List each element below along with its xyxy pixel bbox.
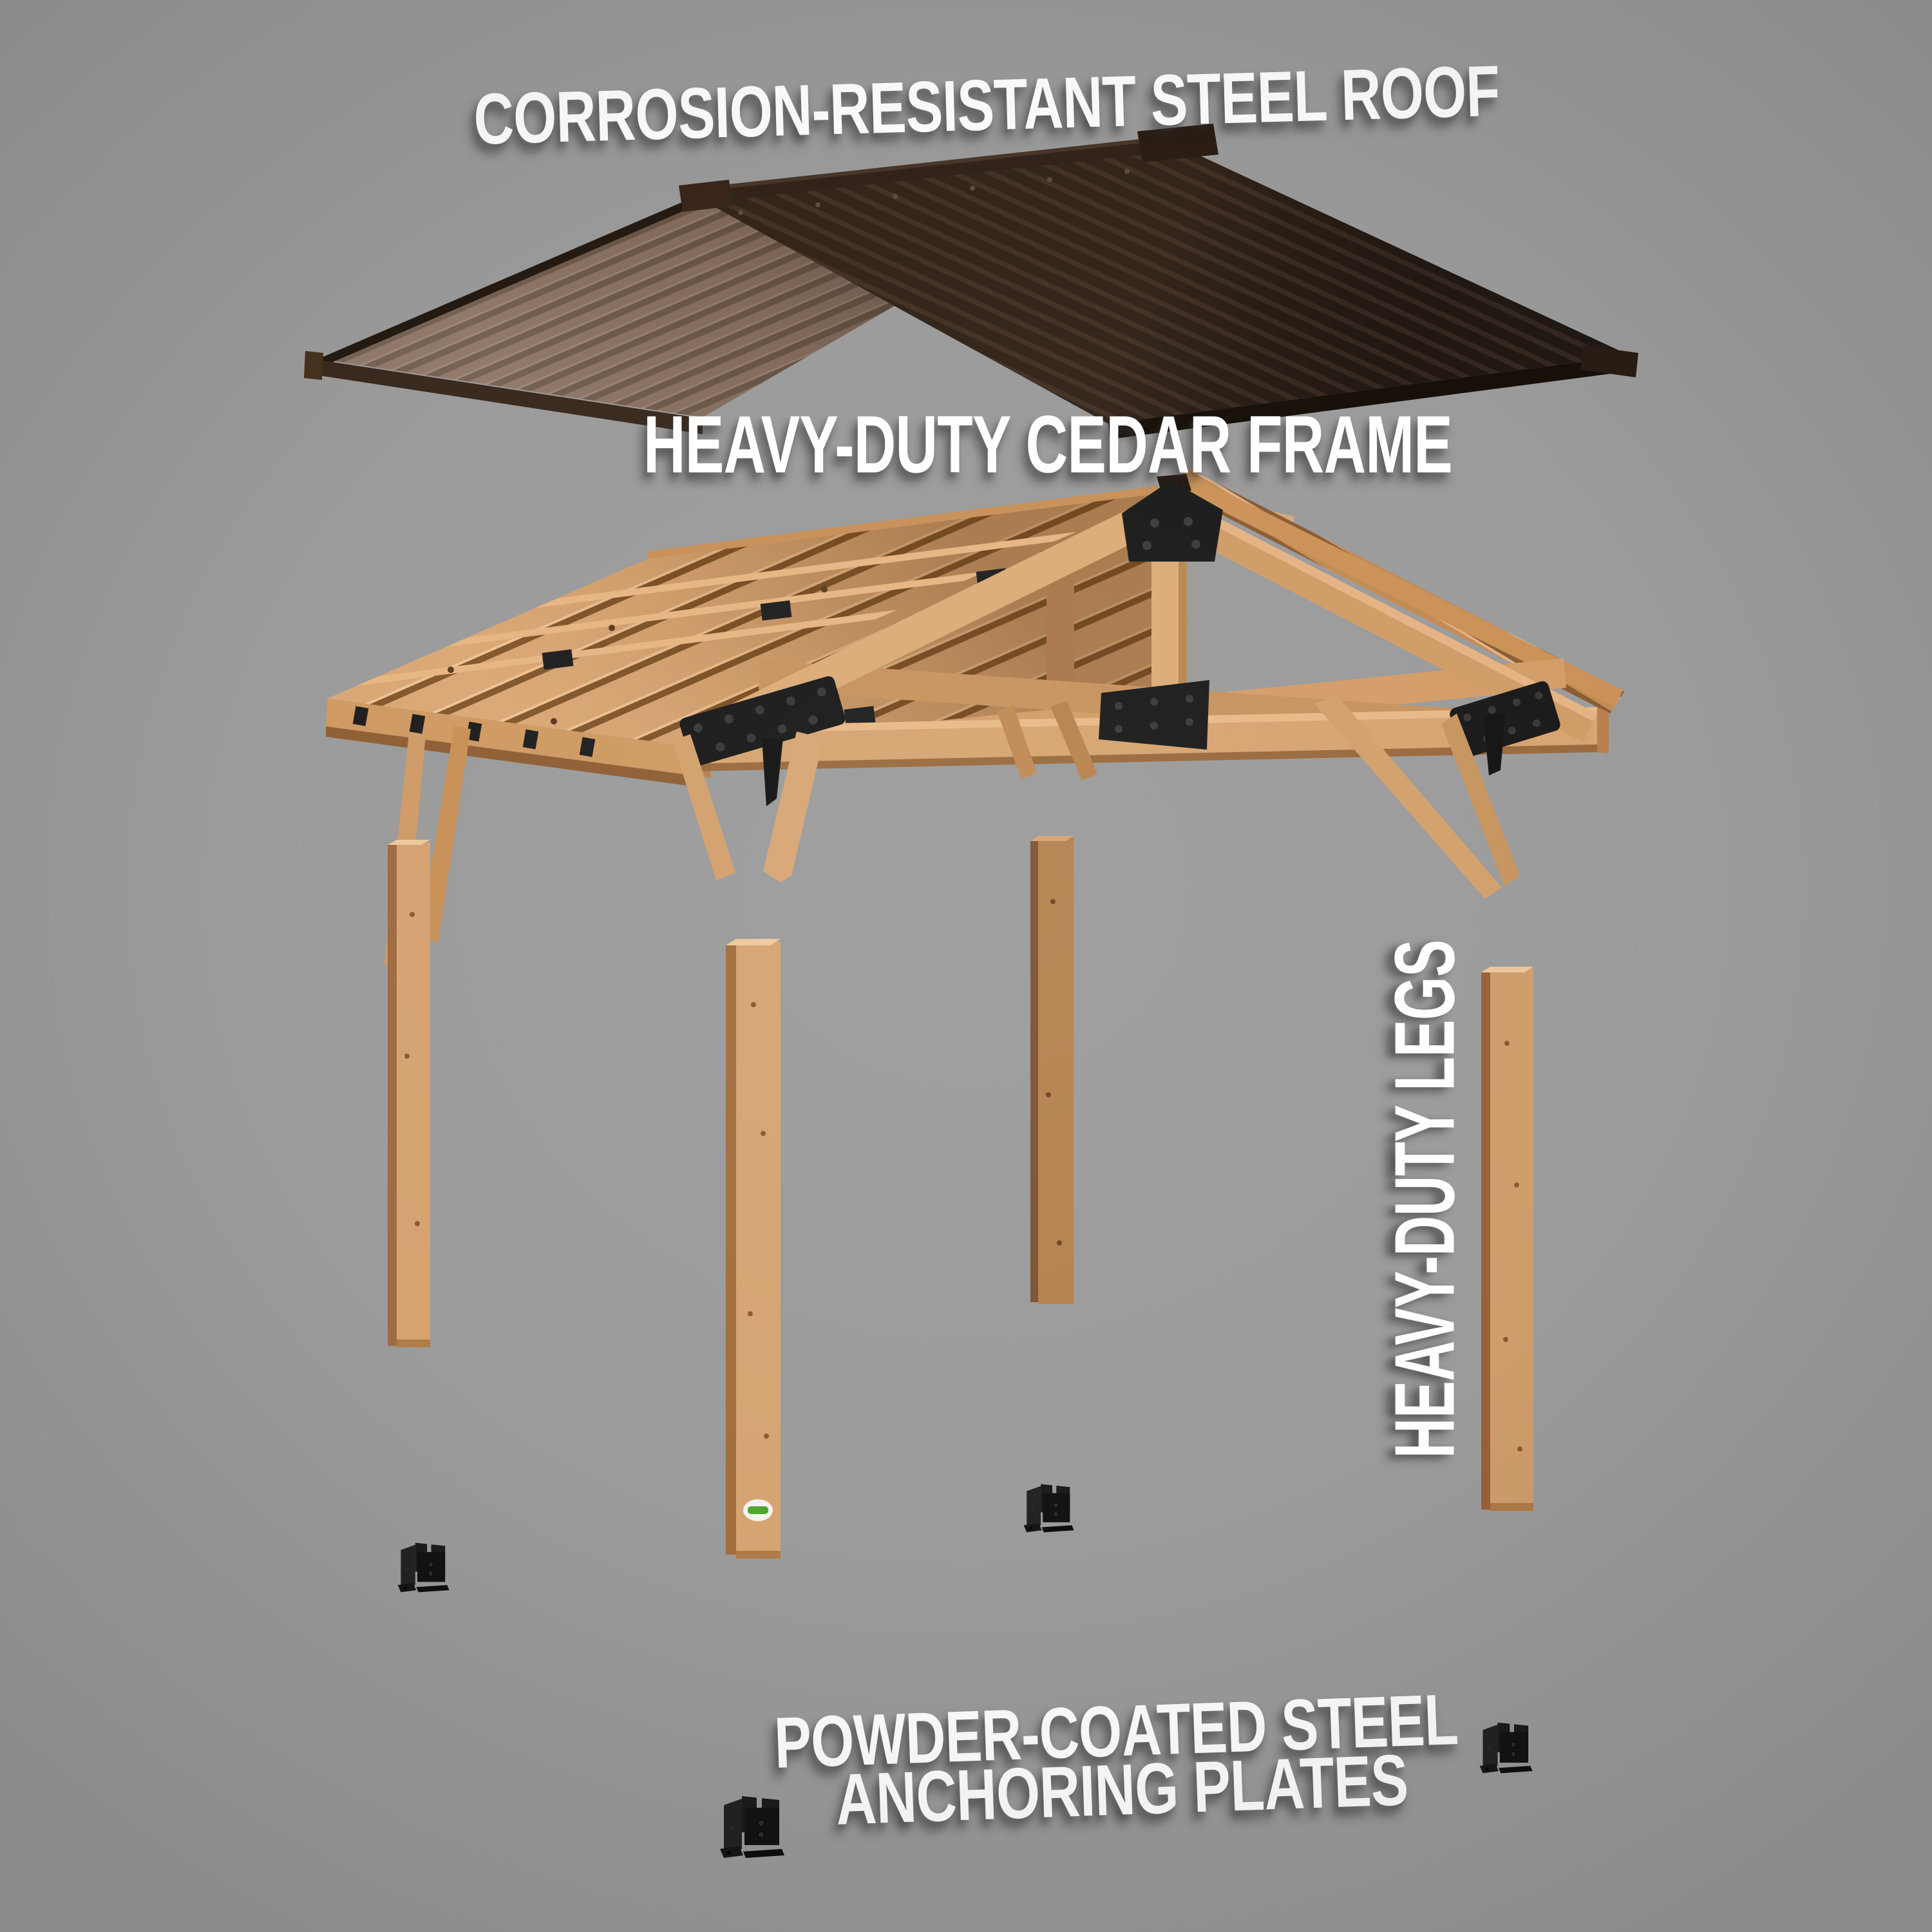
- anchor-plate-4: [719, 1795, 785, 1859]
- leg-4: [1481, 967, 1533, 1511]
- frame-roof-edge-beam-right: [1182, 475, 1623, 707]
- center-gusset-plate: [1099, 680, 1209, 750]
- truss-top-chord-right: [1151, 491, 1597, 742]
- roof-eave-endcap-left: [304, 351, 323, 380]
- steel-roof: [304, 124, 1638, 439]
- roof-gable-edge: [319, 196, 701, 366]
- frame-fascia-clips: [352, 706, 596, 757]
- leg-1: [388, 840, 430, 1347]
- label-legs: HEAVY-DUTY LEGS: [1377, 940, 1472, 1459]
- roof-screws: [738, 169, 1130, 215]
- brand-badge-icon: [743, 1499, 773, 1521]
- roof-eave-trim-right: [1108, 355, 1632, 439]
- frame-purlin-bands: [356, 532, 1076, 686]
- roof-ridge-endcap-back: [1137, 124, 1218, 162]
- hanger-fin-right: [1483, 712, 1506, 775]
- roof-corner-block-right: [1580, 345, 1638, 377]
- roof-dark-slope-sheen: [696, 144, 1630, 424]
- anchor-plate-3: [1479, 1722, 1533, 1774]
- leg-3: [1030, 836, 1074, 1304]
- truss-top-chord-right-highlight: [1162, 491, 1597, 721]
- roof-ridge-endcap-front: [679, 180, 733, 212]
- hanger-fin-left: [762, 738, 783, 806]
- roof-eave-trim-left: [319, 360, 703, 434]
- roof-ridge-cap: [688, 135, 1184, 204]
- label-frame: HEAVY-DUTY CEDAR FRAME: [643, 399, 1453, 490]
- legs: [388, 836, 1533, 1558]
- anchor-plate-1: [397, 1542, 450, 1593]
- anchor-plate-2: [1023, 1484, 1074, 1533]
- roof-ridge-highlight: [688, 135, 1177, 193]
- peak-gusset-plate: [1122, 480, 1223, 562]
- corner-gusset-plate-left: [679, 676, 846, 766]
- cedar-frame: [326, 468, 1624, 971]
- leg-2: [726, 939, 781, 1558]
